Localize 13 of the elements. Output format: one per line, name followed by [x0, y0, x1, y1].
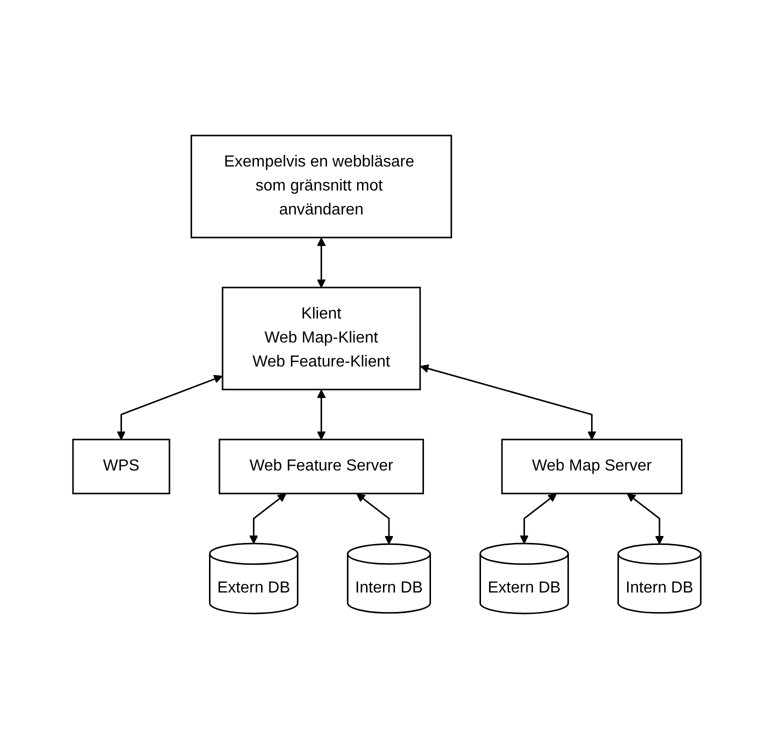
- arrow: [116, 374, 222, 440]
- arrow: [626, 493, 664, 544]
- arrow: [316, 238, 326, 288]
- node-box: Web Feature Server: [218, 438, 424, 494]
- arrow: [316, 390, 326, 440]
- arrow: [519, 493, 556, 544]
- arrow: [248, 493, 286, 544]
- arrow: [356, 493, 393, 544]
- node-box: Klient Web Map-Klient Web Feature-Klient: [221, 286, 420, 390]
- arrow: [420, 364, 596, 440]
- node-box: WPS: [72, 438, 170, 494]
- node-box: Exempelvis en webbläsare som gränsnitt mot användaren: [190, 134, 452, 238]
- node-box: Web Map Server: [500, 438, 682, 494]
